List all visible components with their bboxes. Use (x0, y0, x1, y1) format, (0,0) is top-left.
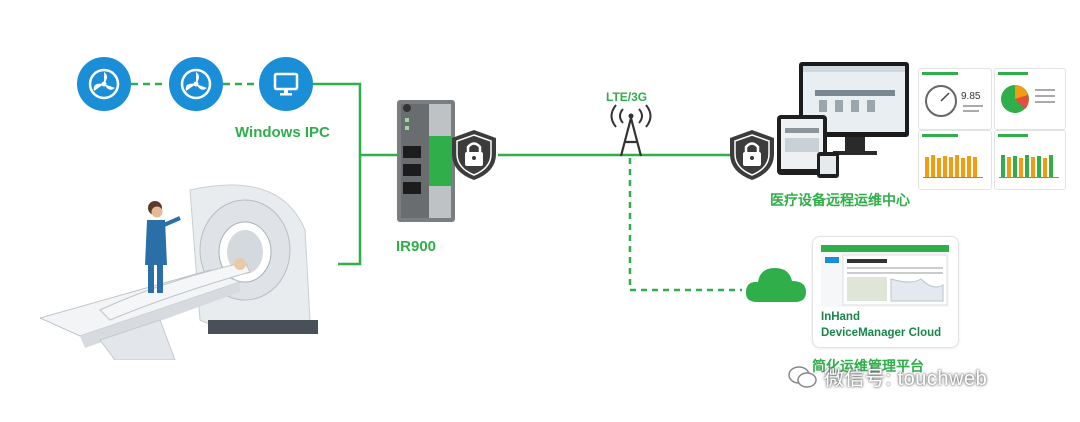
wechat-icon (788, 365, 817, 388)
cloud-name-line1: InHand (821, 311, 860, 323)
bar-chart-panel (994, 130, 1066, 190)
router-device-image (397, 100, 455, 222)
dashed-link-cloud (628, 158, 742, 292)
cloud-name-line2: DeviceManager Cloud (821, 327, 942, 339)
windows-ipc-label: Windows IPC (235, 124, 330, 141)
bar-chart-panel (918, 130, 992, 190)
platform-label: 简化运维管理平台 (812, 358, 924, 374)
gauge-panel: 9.85 (918, 68, 992, 130)
gauge-value: 9.85 (961, 91, 981, 102)
watermark: 微信号: touchweb (788, 362, 987, 391)
lock-shield-icon (452, 130, 496, 180)
lock-shield-icon (730, 130, 774, 180)
devices-image (777, 62, 909, 178)
center-label: 医疗设备远程运维中心 (770, 192, 910, 208)
cloud-screenshot-image (821, 245, 949, 307)
ct-scanner-image (40, 184, 318, 360)
fan-icon (169, 57, 223, 111)
antenna-icon (610, 104, 652, 157)
pie-panel (994, 68, 1066, 130)
monitor-icon (259, 57, 313, 111)
watermark-text: 微信号: touchweb (824, 368, 988, 390)
cloud-icon (745, 268, 806, 302)
router-label: IR900 (396, 238, 437, 255)
network-label: LTE/3G (606, 90, 648, 104)
solid-link-ipc-ct (313, 82, 362, 266)
cloud-platform-card: InHand DeviceManager Cloud (812, 236, 959, 348)
fan-icon (77, 57, 131, 111)
